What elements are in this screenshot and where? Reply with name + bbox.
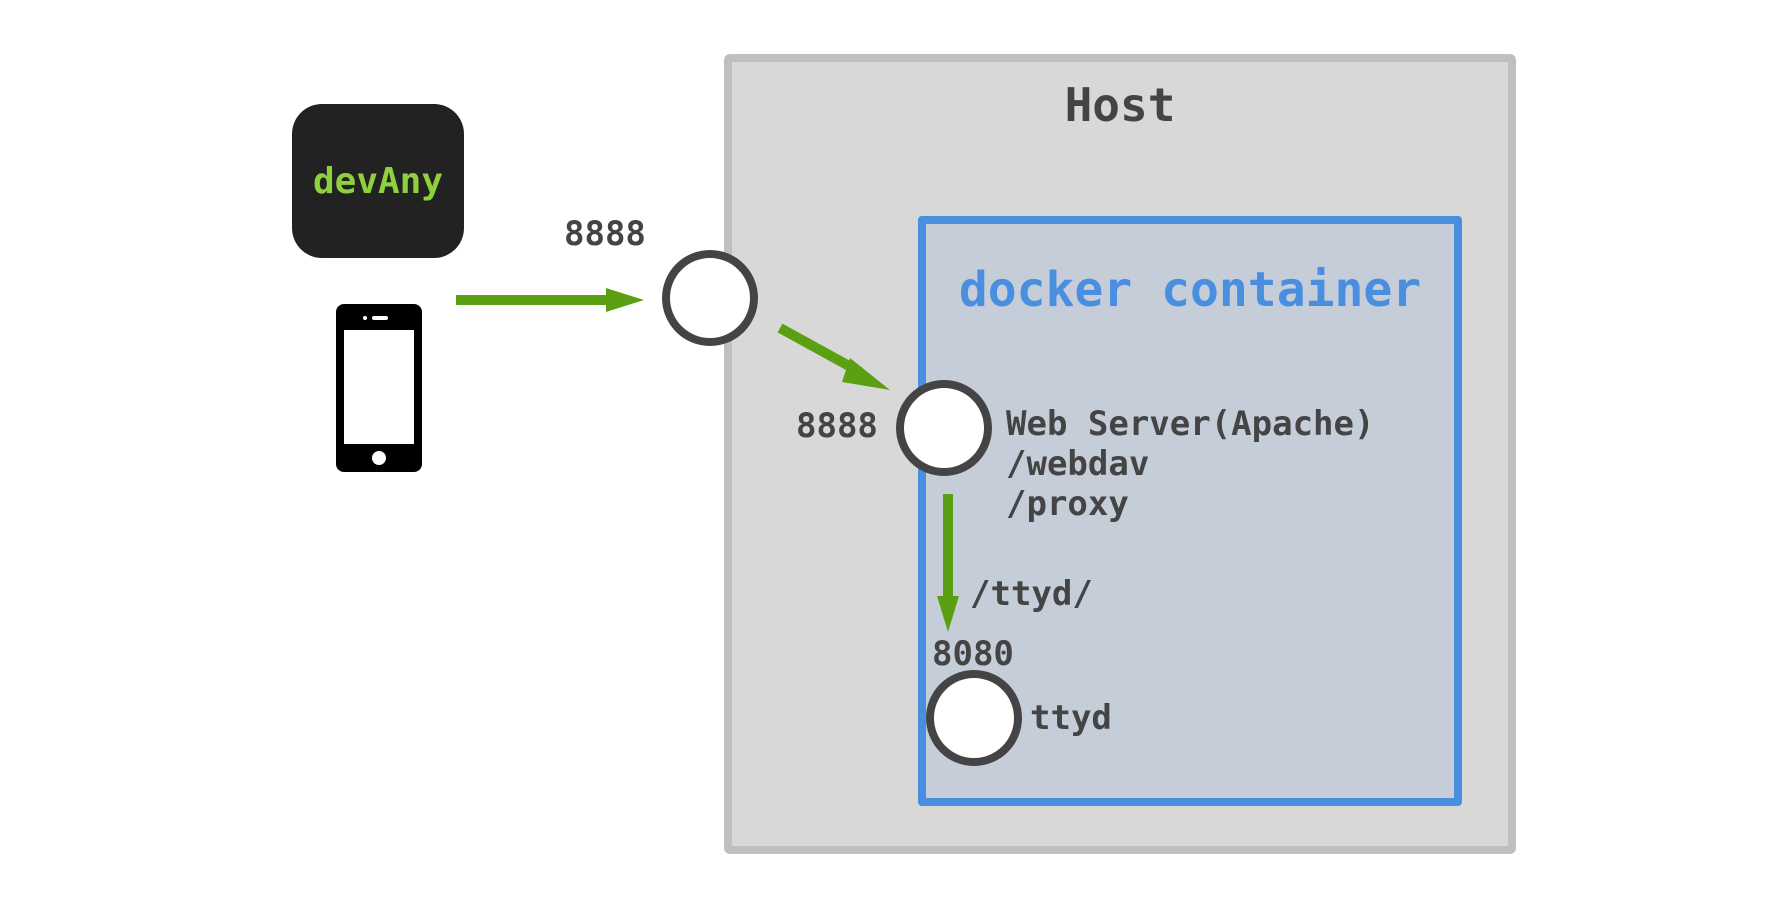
ttyd-port-label: 8080 (932, 634, 1014, 674)
web-server-path-proxy: /proxy (1006, 484, 1129, 524)
host-title: Host (1064, 78, 1176, 132)
docker-container-title: docker container (958, 262, 1422, 318)
host-port-node (662, 250, 758, 346)
smartphone-icon (336, 304, 422, 472)
arrow-phone-to-host (456, 288, 644, 312)
app-name: devAny (312, 160, 444, 202)
web-server-name: Web Server(Apache) (1006, 404, 1375, 444)
container-port-label: 8888 (796, 406, 878, 446)
host-port-label: 8888 (564, 214, 646, 254)
ttyd-name: ttyd (1030, 698, 1112, 738)
web-server-path-webdav: /webdav (1006, 444, 1150, 484)
devany-app-icon: devAny (292, 104, 464, 258)
route-path-label: /ttyd/ (970, 574, 1093, 614)
ttyd-node (926, 670, 1022, 766)
web-server-node (896, 380, 992, 476)
